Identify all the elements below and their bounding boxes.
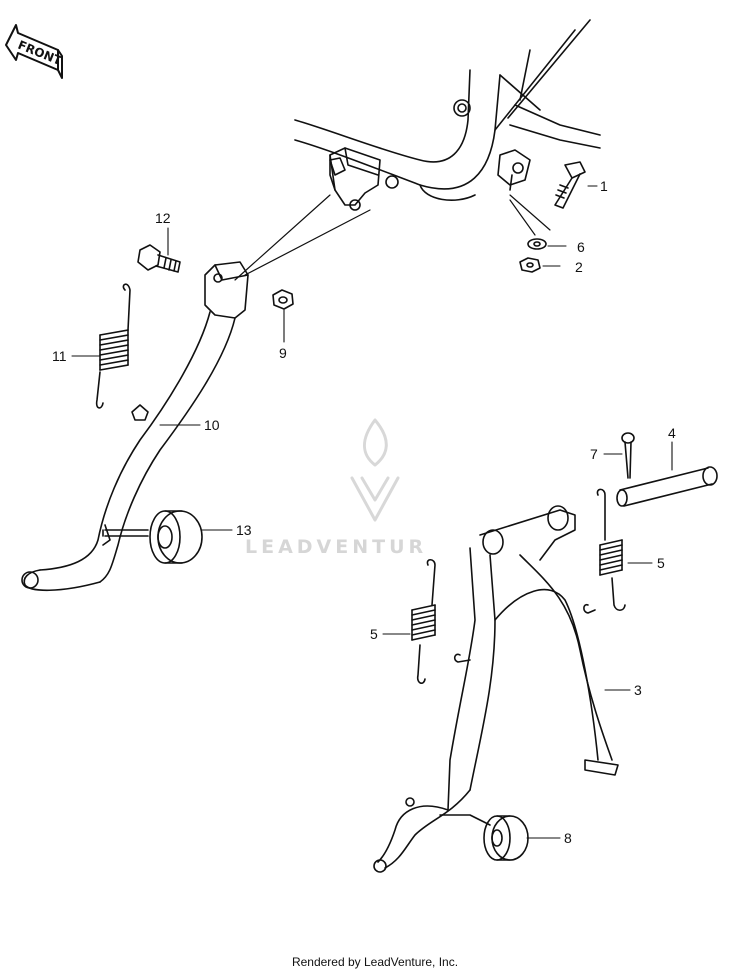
callout-8: 8 [564,830,572,846]
callout-13: 13 [236,522,252,538]
footer-credit: Rendered by LeadVenture, Inc. [291,955,459,969]
part-4-pivot-shaft [616,466,718,507]
callout-4: 4 [668,425,676,441]
front-arrow-icon [5,24,59,71]
part-1-bolt [554,161,586,209]
callout-7: 7 [590,446,598,462]
part-6-washer [527,238,547,250]
callout-leaders [71,185,673,839]
watermark: LEADVENTUR [245,418,427,558]
callout-9: 9 [279,345,287,361]
callout-11: 11 [52,348,67,364]
callout-2: 2 [575,259,583,275]
callout-labels: 1 2 3 4 5 5 6 7 8 9 10 11 12 13 [52,178,676,846]
part-12-bolt [137,244,181,273]
callout-10: 10 [204,417,220,433]
callout-12: 12 [155,210,171,226]
callout-5-right: 5 [657,555,665,571]
part-5-spring-left [411,558,436,684]
part-8-roller [483,815,529,861]
callout-3: 3 [634,682,642,698]
callout-5-left: 5 [370,626,378,642]
watermark-brand: LEADVENTUR [245,536,427,558]
frame-section [294,19,601,211]
part-7-cotter-pin [621,432,635,479]
part-3-center-stand [373,505,619,873]
front-badge: FRONT [5,24,64,79]
callout-6: 6 [577,239,585,255]
part-2-nut [519,257,541,273]
part-9-nut [272,289,294,310]
part-11-spring [95,283,131,409]
flame-logo-icon [350,418,400,522]
callout-1: 1 [600,178,608,194]
part-5-spring-right [596,488,626,612]
part-10-side-stand [21,261,249,592]
part-13-roller [102,510,203,564]
guide-lines [234,194,551,281]
